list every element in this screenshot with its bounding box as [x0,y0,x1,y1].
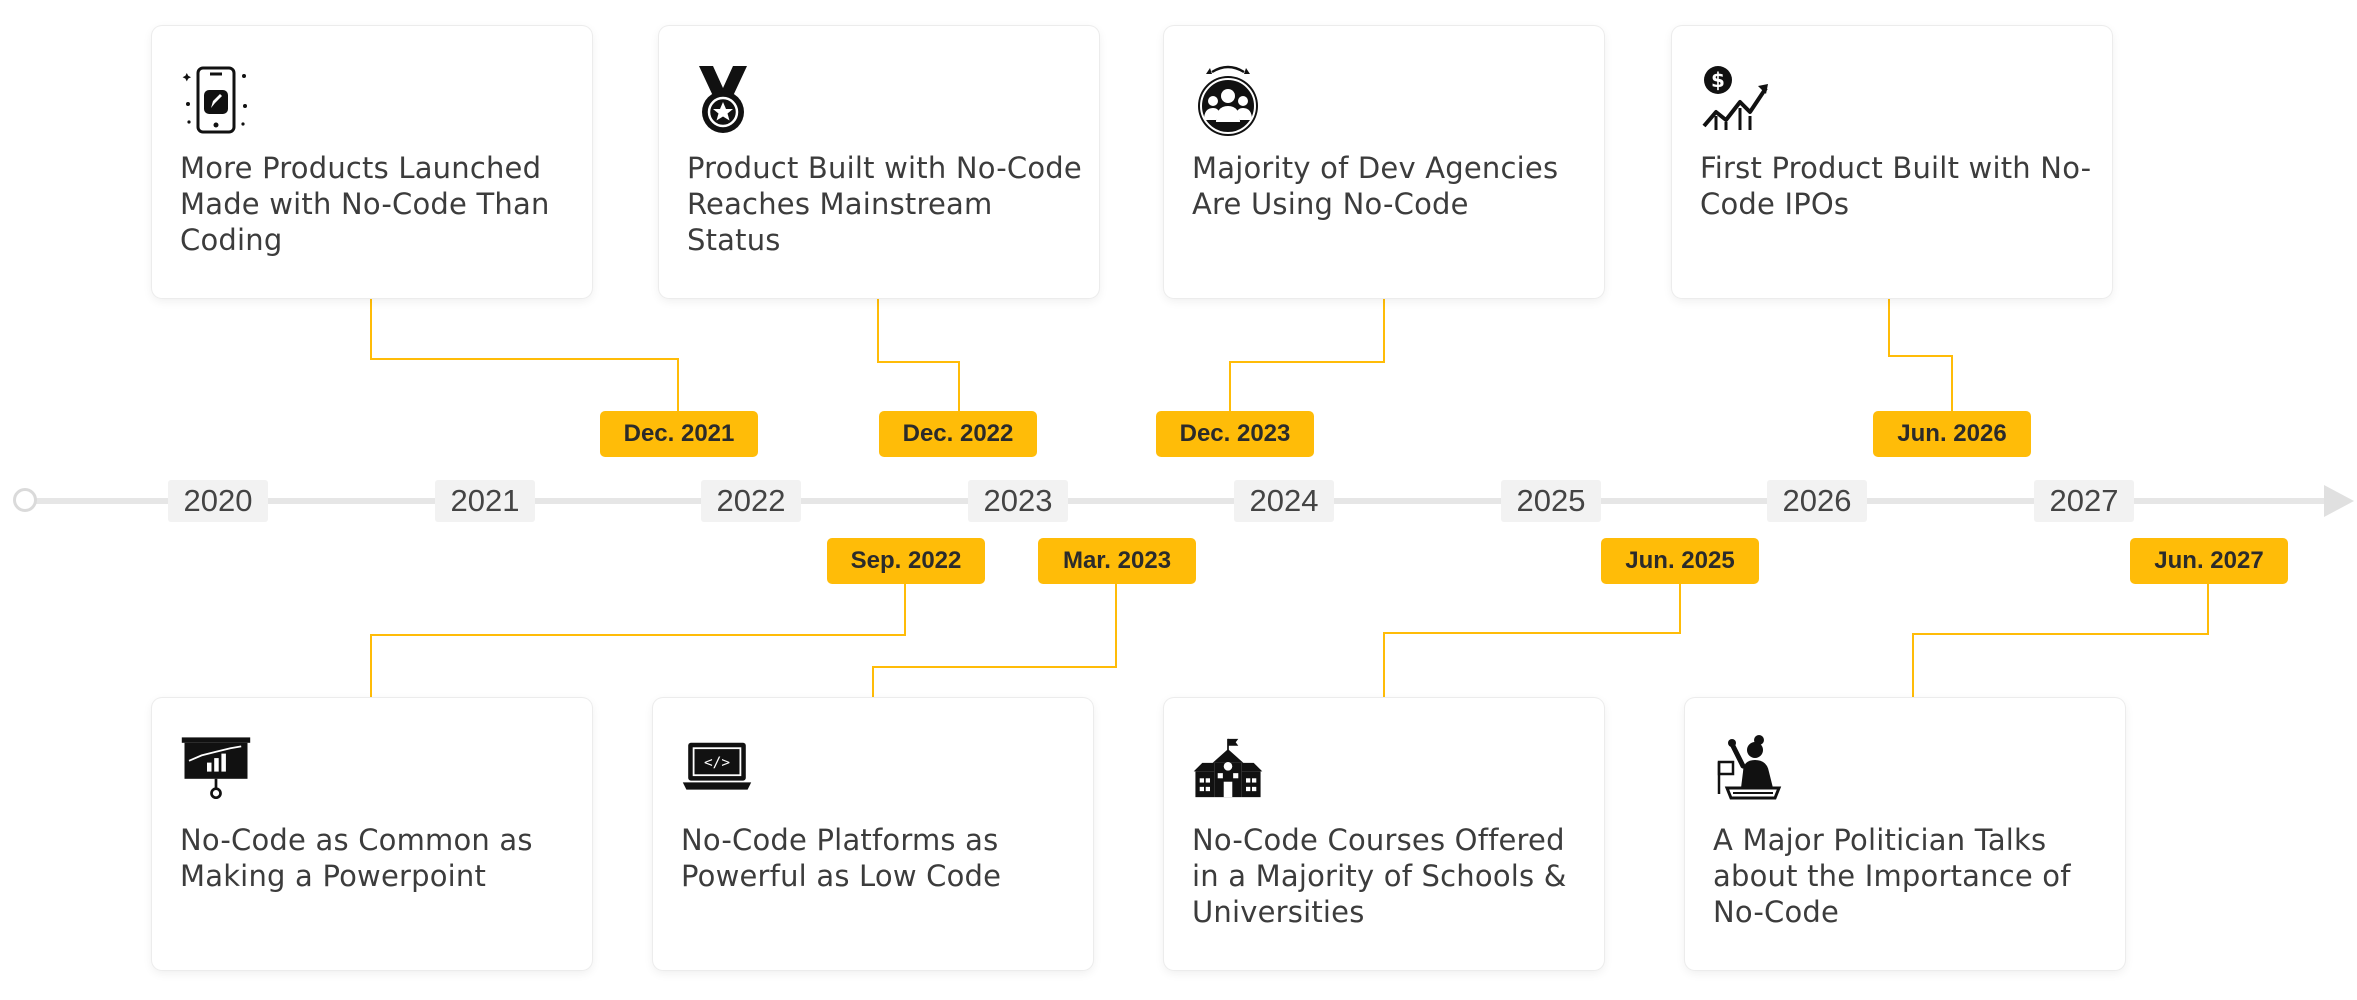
date-badge-sep-2022: Sep. 2022 [827,538,985,584]
date-badge-dec-2022: Dec. 2022 [879,411,1037,457]
connector-jun-2025 [1383,584,1681,698]
politician-podium-icon [1717,735,1782,800]
year-label-2021: 2021 [435,480,535,522]
smartphone-rocket-icon [182,66,247,134]
date-badge-dec-2021: Dec. 2021 [600,411,758,457]
school-building-icon [1193,738,1263,798]
axis-arrow-icon [2324,485,2354,517]
laptop-code-icon: </> [682,742,752,790]
connector-dec-2021 [370,298,679,411]
timeline-axis [26,498,2326,504]
date-badge-dec-2023: Dec. 2023 [1156,411,1314,457]
date-badge-jun-2027: Jun. 2027 [2130,538,2288,584]
event-title: A Major Politician Talks about the Impor… [1713,823,2071,929]
event-title: No-Code Platforms as Powerful as Low Cod… [681,823,1002,893]
medal-icon [699,66,747,133]
event-title: No-Code Courses Offered in a Majority of… [1192,823,1567,929]
event-card-jun-2025: No-Code Courses Offered in a Majority of… [1164,698,1604,970]
year-label-2026: 2026 [1767,480,1867,522]
event-card-jun-2026: $ First Product Built with No-Code IPOs [1672,26,2112,298]
event-card-dec-2022: Product Built with No-Code Reaches Mains… [659,26,1099,298]
event-title: More Products Launched Made with No-Code… [180,151,550,257]
svg-text:$: $ [1711,68,1725,92]
date-badge-mar-2023: Mar. 2023 [1038,538,1196,584]
event-title: First Product Built with No-Code IPOs [1700,151,2092,221]
date-badge-jun-2025: Jun. 2025 [1601,538,1759,584]
event-card-jun-2027: A Major Politician Talks about the Impor… [1685,698,2125,970]
year-label-2024: 2024 [1234,480,1334,522]
svg-text:</>: </> [704,755,730,771]
dollar-growth-icon: $ [1702,66,1768,130]
connector-dec-2022 [877,298,960,411]
year-label-2027: 2027 [2034,480,2134,522]
connector-sep-2022 [370,584,906,698]
connector-jun-2026 [1888,298,1953,411]
team-group-icon [1198,65,1258,136]
event-card-dec-2021: More Products Launched Made with No-Code… [152,26,592,298]
connector-dec-2023 [1229,298,1385,411]
event-card-dec-2023: Majority of Dev Agencies Are Using No-Co… [1164,26,1604,298]
event-card-mar-2023: </> No-Code Platforms as Powerful as Low… [653,698,1093,970]
year-label-2020: 2020 [168,480,268,522]
date-badge-jun-2026: Jun. 2026 [1873,411,2031,457]
year-label-2023: 2023 [968,480,1068,522]
event-card-sep-2022: No-Code as Common as Making a Powerpoint [152,698,592,970]
event-title: Product Built with No-Code Reaches Mains… [687,151,1082,257]
connector-mar-2023 [872,584,1117,698]
event-title: No-Code as Common as Making a Powerpoint [180,823,533,893]
year-label-2022: 2022 [701,480,801,522]
presentation-chart-icon [181,737,251,800]
event-title: Majority of Dev Agencies Are Using No-Co… [1192,151,1559,221]
connector-jun-2027 [1912,584,2209,698]
year-label-2025: 2025 [1501,480,1601,522]
axis-start-circle [13,488,37,512]
